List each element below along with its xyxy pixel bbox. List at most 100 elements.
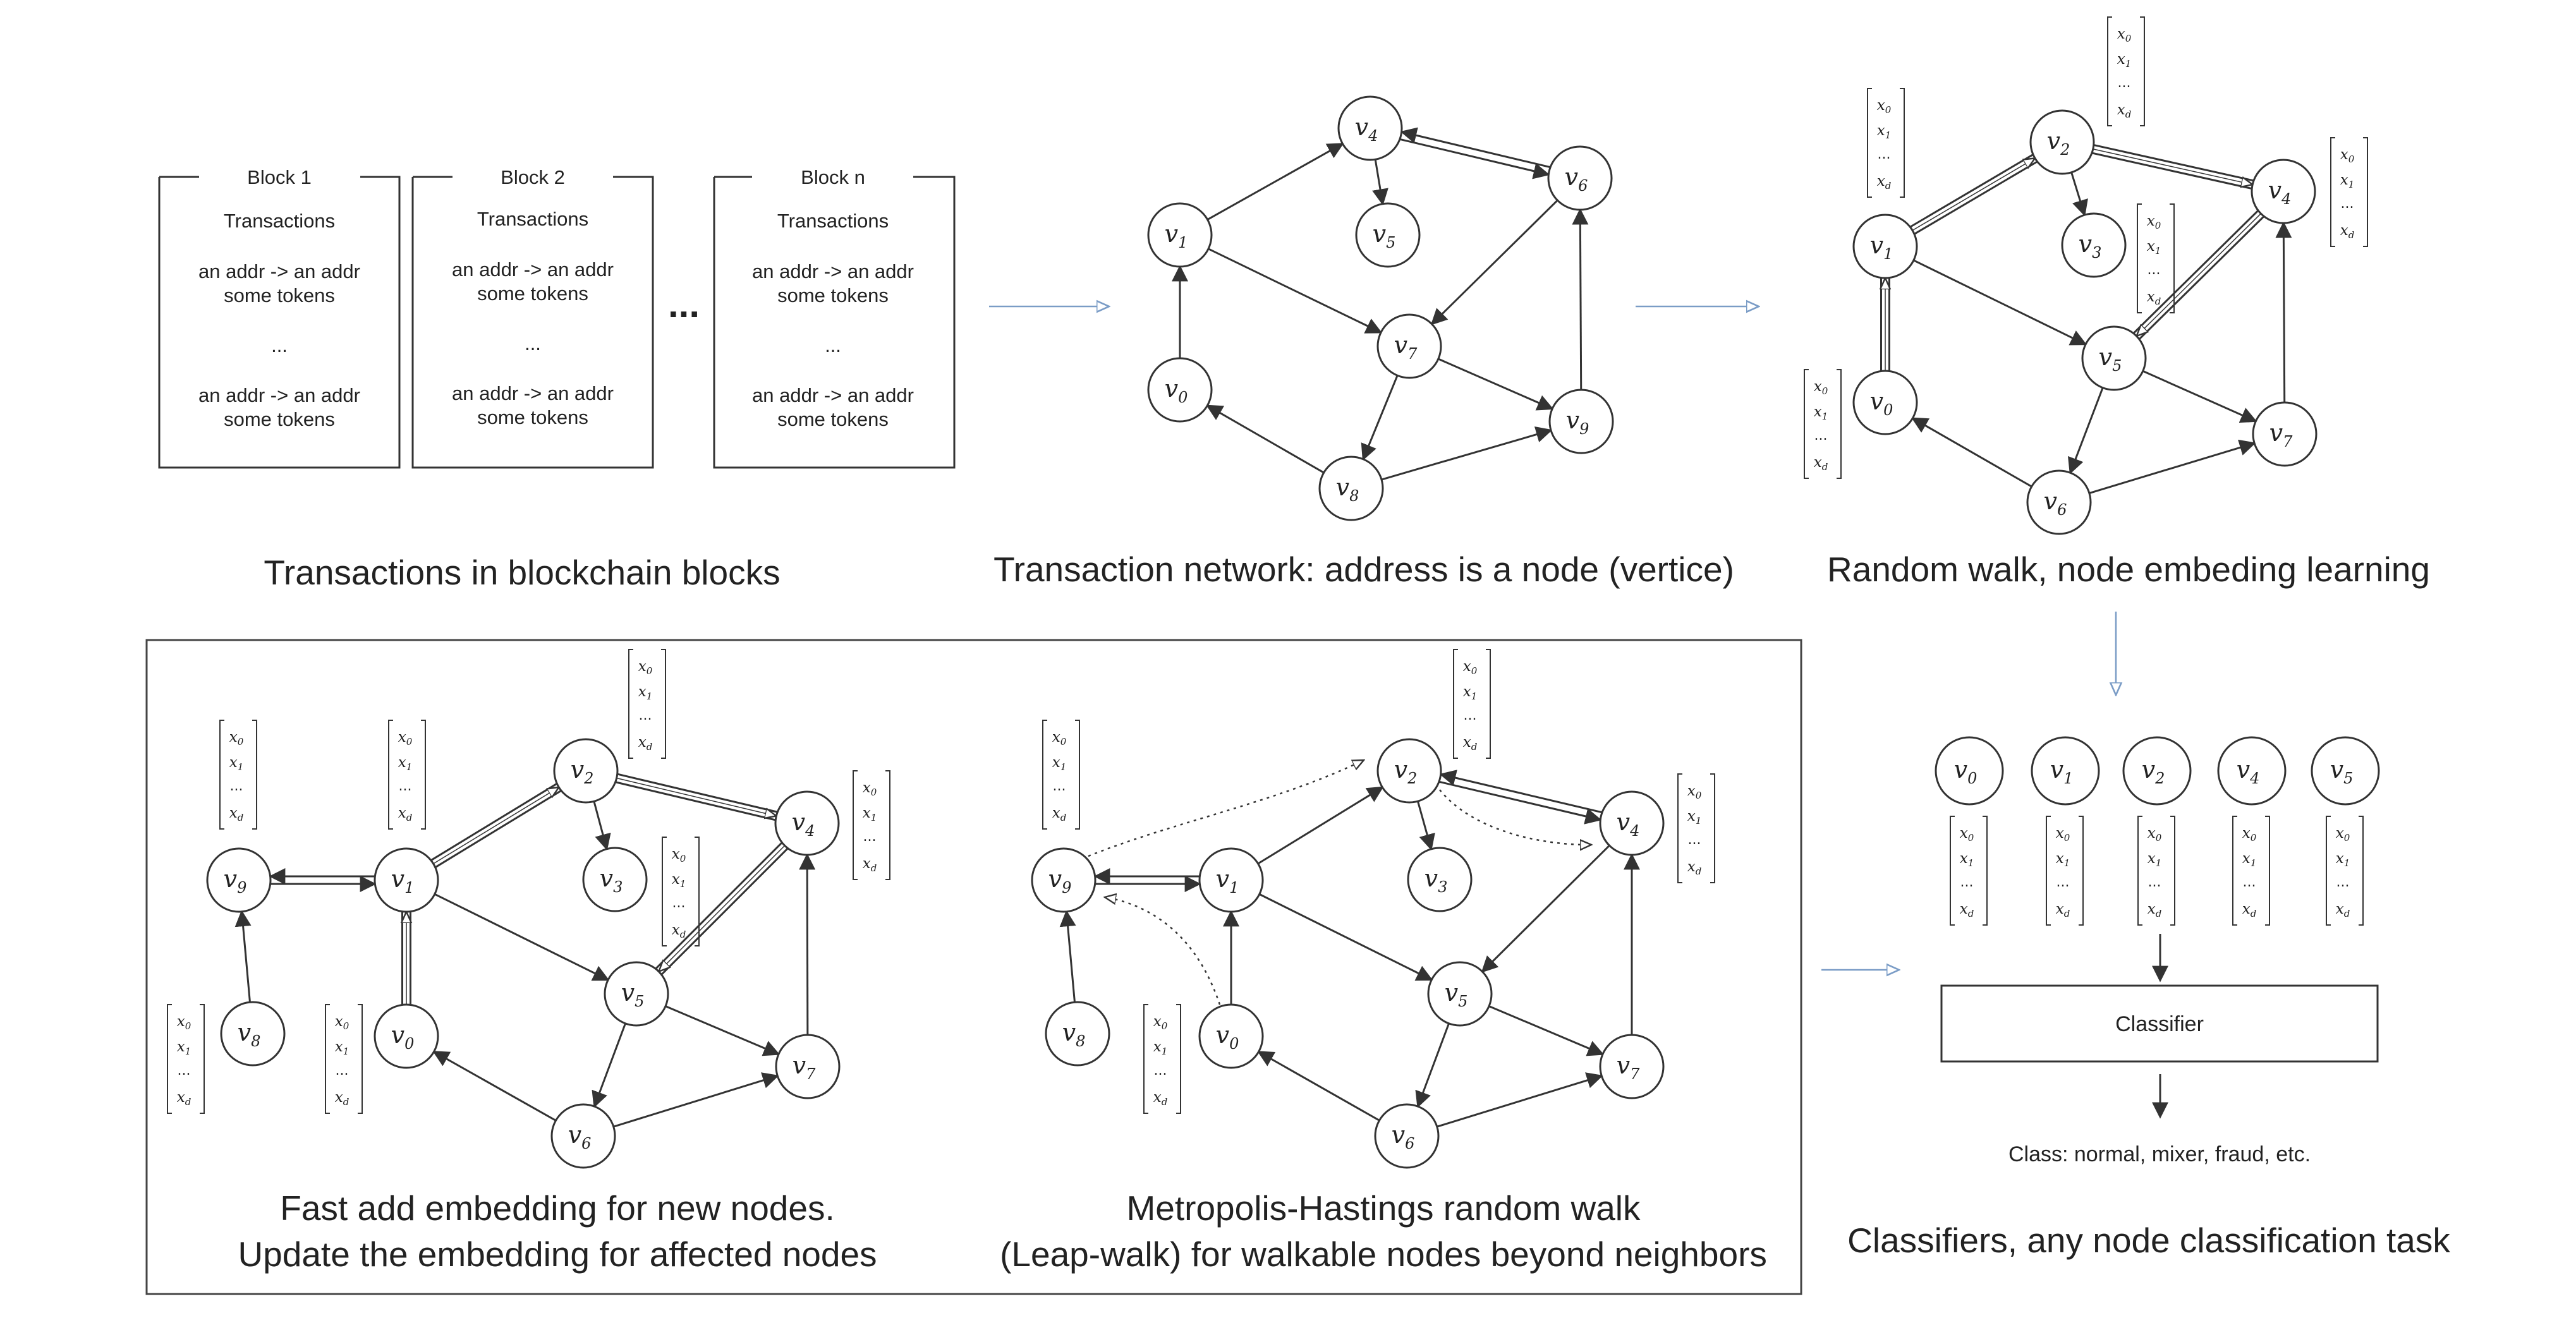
svg-text:x1: x1 — [1463, 684, 1478, 702]
svg-text:...: ... — [2118, 75, 2131, 91]
edge-2-3 — [593, 801, 611, 851]
svg-text:x1: x1 — [335, 1039, 349, 1057]
classifier-node-v5: v5 — [2311, 736, 2380, 806]
svg-text:...: ... — [1688, 832, 1701, 848]
svg-text:x0: x0 — [2056, 825, 2070, 843]
svg-text:v7: v7 — [1394, 331, 1418, 363]
svg-text:xd: xd — [863, 855, 877, 874]
svg-text:v0: v0 — [1870, 387, 1893, 419]
node-v6: v6 — [550, 1103, 616, 1169]
edge-6-0 — [1257, 1051, 1380, 1121]
svg-text:x1: x1 — [2336, 850, 2350, 869]
svg-text:xd: xd — [1052, 805, 1067, 823]
fast-add-caption-line2: Update the embedding for affected nodes — [238, 1235, 877, 1274]
svg-text:v6: v6 — [568, 1121, 592, 1152]
tx-line: some tokens — [477, 282, 588, 305]
tx-line: an addr -> an addr — [198, 384, 360, 406]
node-v6: v6 — [1547, 145, 1613, 211]
svg-text:x0: x0 — [863, 780, 877, 798]
block-n: Block n Transactions an addr -> an addr … — [713, 166, 956, 469]
mh-caption-line2: (Leap-walk) for walkable nodes beyond ne… — [1000, 1235, 1767, 1274]
block-title: Block 1 — [247, 166, 312, 188]
node-v0: v0 — [1198, 1003, 1264, 1069]
walk-edge-1-2 — [1910, 154, 2038, 235]
block-2: Block 2 Transactions an addr -> an addr … — [411, 166, 654, 469]
node-v7: v7 — [1376, 313, 1442, 379]
svg-text:v7: v7 — [1617, 1051, 1640, 1083]
svg-text:x0: x0 — [2242, 825, 2257, 843]
edge-7-4 — [2275, 221, 2292, 403]
edge-1-5 — [1913, 259, 2087, 346]
node-v3: v3 — [1407, 847, 1473, 912]
edge-1-2 — [1257, 786, 1384, 865]
svg-text:x0: x0 — [398, 729, 413, 747]
node-v7: v7 — [2252, 401, 2318, 467]
svg-text:x1: x1 — [638, 684, 653, 702]
classifier-node-v2: v2 — [2122, 736, 2192, 806]
node-v1: v1 — [1852, 214, 1918, 279]
tx-line: some tokens — [477, 406, 588, 428]
walk-edge-4-5 — [2133, 210, 2264, 340]
node-v0: v0 — [374, 1003, 439, 1069]
svg-text:x0: x0 — [177, 1013, 191, 1032]
svg-text:xd: xd — [1960, 901, 1974, 919]
svg-text:v2: v2 — [2047, 127, 2070, 159]
svg-text:...: ... — [672, 895, 686, 911]
metropolis-hastings-graph: v0v1v2v3v4v5v6v7v8v9x0x1...xdx0x1...xdx0… — [1031, 649, 1715, 1169]
svg-text:xd: xd — [1687, 859, 1702, 877]
svg-text:x0: x0 — [2148, 825, 2162, 843]
edge-5-6 — [1415, 1023, 1450, 1108]
svg-text:x1: x1 — [1960, 850, 1974, 869]
random-walk-graph: v0v1v2v3v4v5v6v7x0x1...xdx0x1...xdx0x1..… — [1804, 16, 2368, 535]
fast-add-caption-line1: Fast add embedding for new nodes. — [280, 1188, 835, 1228]
svg-text:...: ... — [2148, 262, 2161, 278]
svg-text:xd: xd — [1814, 454, 1828, 473]
node-v2: v2 — [1376, 738, 1442, 804]
classifier-caption: Classifiers, any node classification tas… — [1847, 1221, 2450, 1260]
classifier-node-v4: v4 — [2217, 736, 2287, 806]
fast-add-graph: v0v1v2v3v4v5v6v7v8v9x0x1...xdx0x1...xdx0… — [167, 649, 890, 1169]
svg-text:x0: x0 — [2340, 147, 2355, 165]
svg-text:...: ... — [1154, 1063, 1167, 1079]
walk-edge-1-2 — [430, 783, 562, 868]
svg-text:x1: x1 — [863, 805, 877, 823]
svg-text:x0: x0 — [335, 1013, 349, 1032]
edge-6-0 — [1911, 417, 2032, 488]
tx-dots: ... — [271, 334, 288, 356]
svg-text:v4: v4 — [1617, 808, 1640, 840]
node-v2: v2 — [2029, 109, 2095, 175]
edge-1-4 — [1206, 143, 1344, 221]
svg-text:xd: xd — [335, 1089, 349, 1108]
svg-text:...: ... — [1053, 778, 1066, 794]
edge-7-9 — [1438, 358, 1554, 411]
edge-8-9 — [1381, 426, 1553, 481]
edge-2-3 — [1416, 801, 1435, 851]
node-v8: v8 — [1045, 1001, 1110, 1067]
node-v0: v0 — [1852, 370, 1918, 435]
edge-2-4 — [1438, 780, 1602, 825]
leap-walk-2-4 — [1439, 789, 1591, 845]
node-v7: v7 — [1599, 1034, 1665, 1099]
svg-text:xd: xd — [1877, 173, 1892, 191]
blocks-panel: Block 1 Transactions an addr -> an addr … — [158, 166, 956, 592]
svg-text:x0: x0 — [2147, 213, 2161, 231]
svg-text:xd: xd — [672, 922, 686, 940]
svg-text:xd: xd — [2148, 901, 2162, 919]
svg-text:...: ... — [230, 778, 243, 794]
edge-4-2 — [1439, 770, 1603, 814]
svg-text:xd: xd — [1153, 1089, 1168, 1108]
svg-text:x1: x1 — [2117, 51, 2132, 70]
edge-1-7 — [1208, 248, 1383, 334]
node-v5: v5 — [1427, 961, 1493, 1027]
svg-text:x0: x0 — [1960, 825, 1974, 843]
walk-edge-2-4 — [2092, 144, 2252, 190]
svg-text:xd: xd — [2340, 222, 2355, 241]
node-v1: v1 — [374, 847, 439, 913]
svg-text:xd: xd — [2147, 289, 2161, 307]
edge-9-6 — [1572, 208, 1589, 390]
blocks-ellipsis: ... — [668, 283, 700, 325]
